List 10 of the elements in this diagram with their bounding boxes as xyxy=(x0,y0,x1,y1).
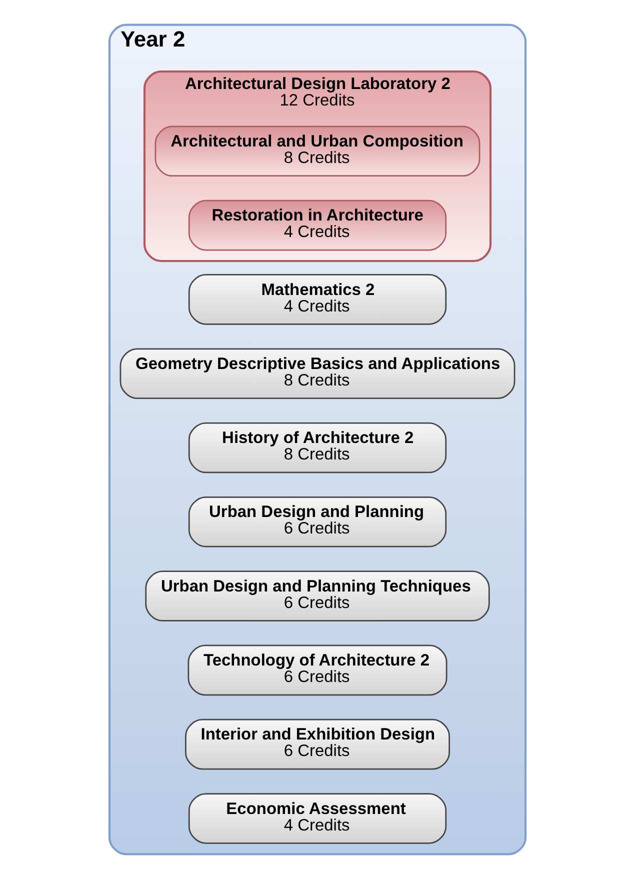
node-box: History of Architecture 2 8 Credits xyxy=(188,422,447,474)
node-box: Interior and Exhibition Design 6 Credits xyxy=(185,718,450,770)
node-box: Mathematics 2 4 Credits xyxy=(188,274,447,325)
node-box: Architectural and Urban Composition 8 Credits xyxy=(154,126,480,177)
node-box: Restoration in Architecture 4 Credits xyxy=(188,200,447,251)
node-box: Urban Design and Planning Techniques 6 Credits xyxy=(145,570,490,622)
node-box: Geometry Descriptive Basics and Applications 8 Credits xyxy=(120,348,516,399)
node-box: Technology of Architecture 2 6 Credits xyxy=(188,644,448,696)
node-box: Urban Design and Planning 6 Credits xyxy=(188,496,447,548)
node-box: Economic Assessment 4 Credits xyxy=(188,793,447,844)
